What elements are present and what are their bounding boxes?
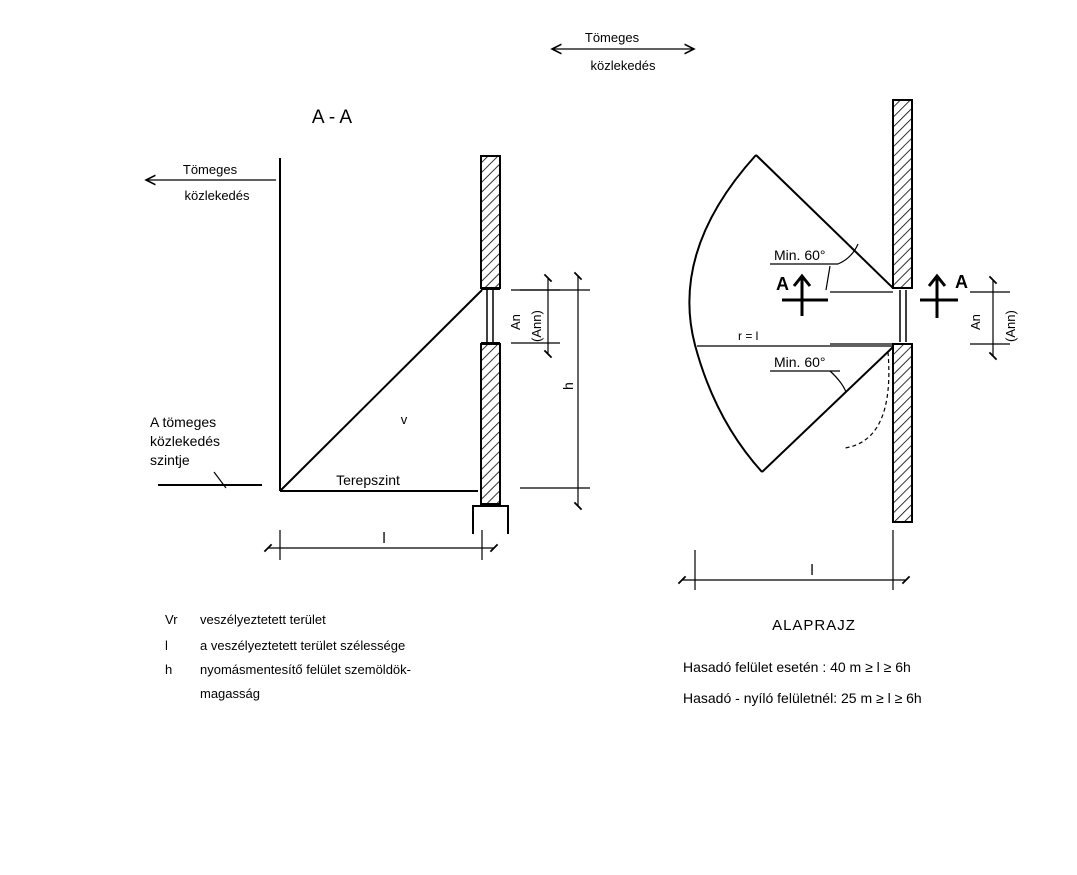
plan-lower-diagonal: [761, 346, 894, 473]
area-label-alt-plan: (Ann): [1003, 310, 1018, 342]
angle-top-arc: [837, 243, 859, 265]
radius-label: r = l: [738, 329, 758, 343]
section-mark-left-label: A: [776, 274, 789, 294]
area-label-alt-section: (Ann): [529, 310, 544, 342]
plan-title: ALAPRAJZ: [772, 617, 856, 634]
width-dimension-section: [263, 530, 499, 560]
legend-text-4: magasság: [200, 686, 260, 701]
area-label-section: An: [508, 314, 523, 330]
level-label-1: A tömeges: [150, 414, 216, 430]
legend-text-2: a veszélyeztetett terület szélessége: [200, 638, 405, 653]
condition-line-1: Hasadó felület esetén : 40 m ≥ l ≥ 6h: [683, 659, 911, 675]
foundation: [472, 505, 509, 534]
top-traffic-label-2: közlekedés: [590, 58, 656, 73]
height-label: h: [560, 382, 576, 390]
legend-text-3: nyomásmentesítő felület szemöldök-: [200, 662, 411, 677]
width-dimension-plan: [677, 530, 911, 590]
section-title: A - A: [312, 107, 352, 128]
danger-zone-arc: [688, 154, 763, 473]
level-label-2: közlekedés: [150, 433, 220, 449]
level-leader: [213, 471, 227, 489]
min-angle-bottom: Min. 60°: [774, 354, 826, 370]
top-traffic-label-1: Tömeges: [585, 30, 640, 45]
legend-symbol-3: h: [165, 662, 172, 677]
width-label-plan: l: [810, 562, 813, 579]
condition-line-2: Hasadó - nyíló felületnél: 25 m ≥ l ≥ 6h: [683, 690, 922, 706]
legend-text-1: veszélyeztetett terület: [200, 612, 326, 627]
section-wall: [480, 155, 501, 505]
ground-label: Terepszint: [336, 472, 400, 488]
plan-wall: [892, 99, 913, 523]
plan-upper-diagonal: [755, 154, 894, 289]
section-mark-left: [782, 273, 828, 316]
legend-symbol-1: Vr: [165, 612, 178, 627]
section-traffic-label-2: közlekedés: [184, 188, 250, 203]
angle-bottom-arc: [829, 370, 847, 393]
level-label-3: szintje: [150, 452, 190, 468]
rotation-arc: [844, 351, 890, 449]
width-label-section: l: [382, 530, 385, 547]
area-dimension-plan: [970, 275, 1010, 361]
height-dimension: [520, 271, 590, 511]
area-label-plan: An: [968, 314, 983, 330]
zone-label: v: [401, 412, 408, 427]
angle-top-leader: [825, 265, 831, 291]
section-mark-right-label: A: [955, 272, 968, 292]
legend-symbol-2: l: [165, 638, 168, 653]
zone-diagonal: [279, 289, 483, 492]
section-mark-right: [920, 273, 958, 318]
min-angle-top: Min. 60°: [774, 247, 826, 263]
section-traffic-label-1: Tömeges: [183, 162, 238, 177]
